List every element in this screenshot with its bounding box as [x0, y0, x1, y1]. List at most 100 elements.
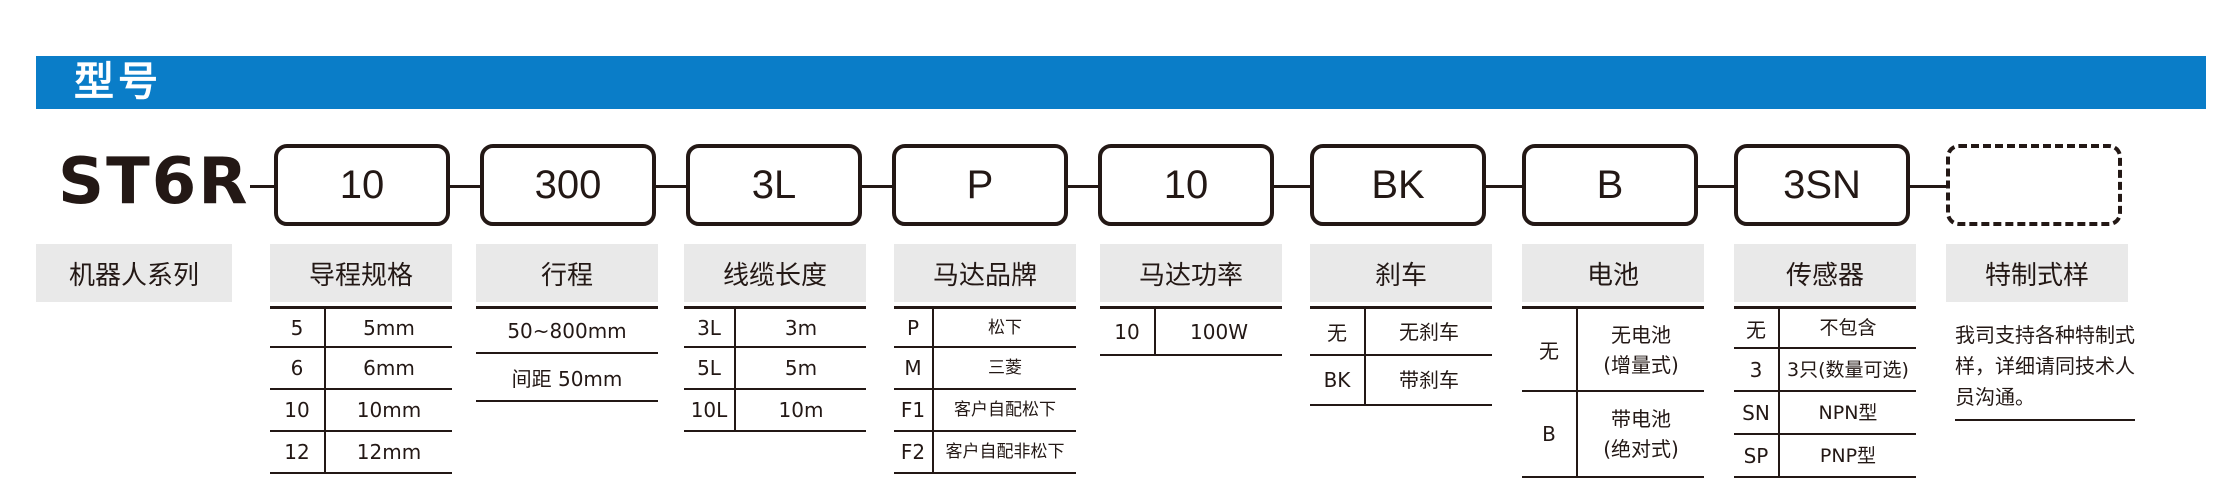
table-row: 10 10mm: [270, 390, 452, 432]
connector-line: [1910, 185, 1946, 188]
row-value-line: (绝对式): [1603, 437, 1679, 461]
row-value: 松下: [988, 317, 1022, 338]
row-value: NPN型: [1818, 401, 1878, 424]
row-code: 无: [1734, 309, 1780, 347]
row-code: 无: [1310, 309, 1366, 354]
connector-line: [450, 185, 480, 188]
row-code: 12: [270, 432, 326, 472]
motor-power-table: 10 100W: [1100, 306, 1282, 356]
motor-brand-table: P 松下 M 三菱 F1 客户自配松下 F2 客户自配非松下: [894, 306, 1076, 474]
table-row: 6 6mm: [270, 348, 452, 390]
row-value: 3只(数量可选): [1787, 358, 1909, 381]
table-row: 10L 10m: [684, 390, 866, 432]
header-motor-power: 马达功率: [1100, 244, 1282, 302]
row-code: 无: [1522, 309, 1578, 390]
header-battery: 电池: [1522, 244, 1704, 302]
connector-line: [862, 185, 892, 188]
row-value: 12mm: [356, 440, 422, 464]
row-value-line: 无电池: [1611, 322, 1671, 347]
table-row: SP PNP型: [1734, 435, 1916, 478]
lead-table: 5 5mm 6 6mm 10 10mm 12 12mm: [270, 306, 452, 474]
table-row: 10 100W: [1100, 306, 1282, 356]
row-code: 3: [1734, 349, 1780, 390]
row-code: 6: [270, 348, 326, 388]
row-value: 带电池 (绝对式): [1578, 404, 1704, 464]
header-stroke: 行程: [476, 244, 658, 302]
code-box-motor-power: 10: [1098, 144, 1274, 226]
banner-title: 型号: [74, 59, 162, 105]
row-code: P: [894, 309, 934, 346]
connector-line: [1698, 185, 1734, 188]
connector-line: [1274, 185, 1310, 188]
table-row: F1 客户自配松下: [894, 390, 1076, 432]
code-box-motor-brand: P: [892, 144, 1068, 226]
row-code: 10: [1100, 309, 1156, 354]
code-box-sensor: 3SN: [1734, 144, 1910, 226]
row-value: 客户自配松下: [954, 400, 1056, 420]
row-value-line: (增量式): [1603, 352, 1679, 377]
row-code: SP: [1734, 435, 1780, 476]
brake-table: 无 无刹车 BK 带刹车: [1310, 306, 1492, 406]
row-value: 带刹车: [1399, 368, 1459, 392]
table-row: P 松下: [894, 306, 1076, 348]
row-value: 3m: [784, 315, 818, 340]
row-value: 5mm: [363, 315, 415, 340]
table-row: 5 5mm: [270, 306, 452, 348]
row-value-line: 带电池: [1611, 407, 1671, 431]
table-row: BK 带刹车: [1310, 356, 1492, 406]
sensor-table: 无 不包含 3 3只(数量可选) SN NPN型 SP PNP型: [1734, 306, 1916, 478]
code-box-battery: B: [1522, 144, 1698, 226]
row-value: 100W: [1190, 319, 1248, 344]
table-row: M 三菱: [894, 348, 1076, 390]
row-code: B: [1522, 392, 1578, 476]
row-code: BK: [1310, 356, 1366, 404]
row-code: 10L: [684, 390, 736, 430]
row-value: 6mm: [363, 356, 415, 380]
header-motor-brand: 马达品牌: [894, 244, 1076, 302]
row-value: 5m: [784, 356, 818, 380]
model-prefix: ST6R: [58, 145, 250, 219]
header-sensor: 传感器: [1734, 244, 1916, 302]
code-box-brake: BK: [1310, 144, 1486, 226]
table-row: B 带电池 (绝对式): [1522, 392, 1704, 478]
row-value: 无刹车: [1399, 319, 1459, 344]
row-code: SN: [1734, 392, 1780, 433]
connector-line: [1068, 185, 1098, 188]
header-lead: 导程规格: [270, 244, 452, 302]
row-code: 5: [270, 309, 326, 346]
code-box-lead: 10: [274, 144, 450, 226]
row-code: 10: [270, 390, 326, 430]
connector-line: [656, 185, 686, 188]
row-value: 三菱: [988, 358, 1022, 378]
table-row: 无 不包含: [1734, 306, 1916, 349]
header-brake: 刹车: [1310, 244, 1492, 302]
row-code: M: [894, 348, 934, 388]
table-row: 3L 3m: [684, 306, 866, 348]
row-value: PNP型: [1819, 444, 1877, 467]
row-code: 3L: [684, 309, 736, 346]
row-code: 5L: [684, 348, 736, 388]
row-value: 无电池 (增量式): [1578, 320, 1704, 380]
header-series: 机器人系列: [36, 244, 232, 302]
row-code: F1: [894, 390, 934, 430]
table-row: 3 3只(数量可选): [1734, 349, 1916, 392]
special-note: 我司支持各种特制式样，详细请同技术人员沟通。: [1955, 320, 2135, 421]
table-row: 无 无刹车: [1310, 306, 1492, 356]
row-code: F2: [894, 432, 934, 472]
row-value: 10mm: [356, 398, 422, 422]
title-banner: 型号: [36, 56, 2206, 109]
table-row: 50~800mm: [476, 306, 658, 354]
table-row: 间距 50mm: [476, 354, 658, 402]
table-row: SN NPN型: [1734, 392, 1916, 435]
battery-table: 无 无电池 (增量式) B 带电池 (绝对式): [1522, 306, 1704, 478]
table-row: 12 12mm: [270, 432, 452, 474]
code-box-stroke: 300: [480, 144, 656, 226]
table-row: 5L 5m: [684, 348, 866, 390]
connector-line: [1486, 185, 1522, 188]
row-value: 客户自配非松下: [945, 442, 1065, 462]
row-value: 10m: [778, 398, 824, 422]
row-value: 不包含: [1819, 317, 1877, 339]
header-special: 特制式样: [1946, 244, 2128, 302]
table-row: 无 无电池 (增量式): [1522, 306, 1704, 392]
code-box-cable: 3L: [686, 144, 862, 226]
